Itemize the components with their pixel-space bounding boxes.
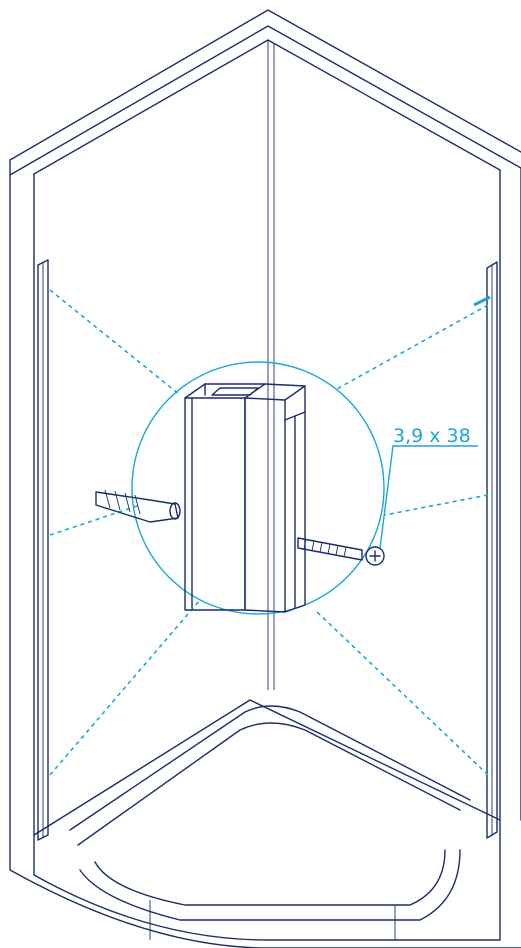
screw-size-callout: 3,9 x 38 <box>379 425 478 549</box>
wall-plug-icon <box>95 489 181 523</box>
screw-size-label: 3,9 x 38 <box>393 425 471 447</box>
left-wall-profile <box>37 259 49 841</box>
leader-lines <box>49 289 489 776</box>
right-wall-profile <box>473 261 498 839</box>
shower-tray <box>9 699 521 948</box>
wall-profile-icon <box>184 383 306 613</box>
enclosure-frame <box>9 9 521 876</box>
screw-icon <box>297 537 385 566</box>
detail-callout <box>95 361 385 615</box>
